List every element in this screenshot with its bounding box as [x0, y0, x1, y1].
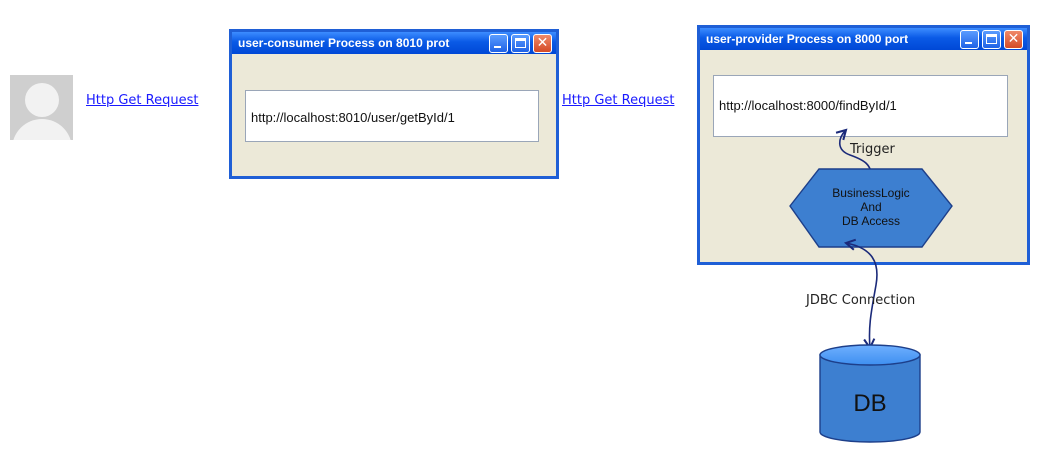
user-avatar-icon	[10, 75, 73, 140]
close-icon[interactable]: ✕	[533, 34, 552, 53]
http-get-request-link-1[interactable]: Http Get Request	[86, 93, 199, 108]
business-logic-line-3: DB Access	[841, 214, 901, 228]
jdbc-connector	[843, 238, 878, 351]
consumer-url-field[interactable]: http://localhost:8010/user/getById/1	[245, 90, 539, 142]
minimize-icon[interactable]	[489, 34, 508, 53]
business-logic-line-1: BusinessLogic	[832, 186, 910, 200]
provider-window-title: user-provider Process on 8000 port	[706, 32, 909, 46]
consumer-url-text: http://localhost:8010/user/getById/1	[251, 110, 455, 125]
close-icon[interactable]: ✕	[1004, 30, 1023, 49]
database-label: DB	[853, 390, 887, 417]
provider-title-bar[interactable]: user-provider Process on 8000 port ✕	[700, 28, 1027, 50]
business-logic-label: BusinessLogic And DB Access	[800, 186, 942, 228]
user-consumer-window: user-consumer Process on 8010 prot ✕ htt…	[229, 29, 559, 179]
provider-url-text: http://localhost:8000/findById/1	[719, 98, 897, 113]
consumer-window-title: user-consumer Process on 8010 prot	[238, 36, 450, 50]
database-cylinder-icon	[819, 344, 921, 443]
jdbc-connection-label: JDBC Connection	[806, 293, 916, 308]
provider-url-field[interactable]: http://localhost:8000/findById/1	[713, 75, 1008, 137]
trigger-label: Trigger	[850, 142, 895, 157]
business-logic-line-2: And	[860, 200, 882, 214]
consumer-title-bar[interactable]: user-consumer Process on 8010 prot ✕	[232, 32, 556, 54]
business-logic-node	[789, 168, 953, 248]
minimize-icon[interactable]	[960, 30, 979, 49]
maximize-icon[interactable]	[982, 30, 1001, 49]
maximize-icon[interactable]	[511, 34, 530, 53]
http-get-request-link-2[interactable]: Http Get Request	[562, 93, 675, 108]
